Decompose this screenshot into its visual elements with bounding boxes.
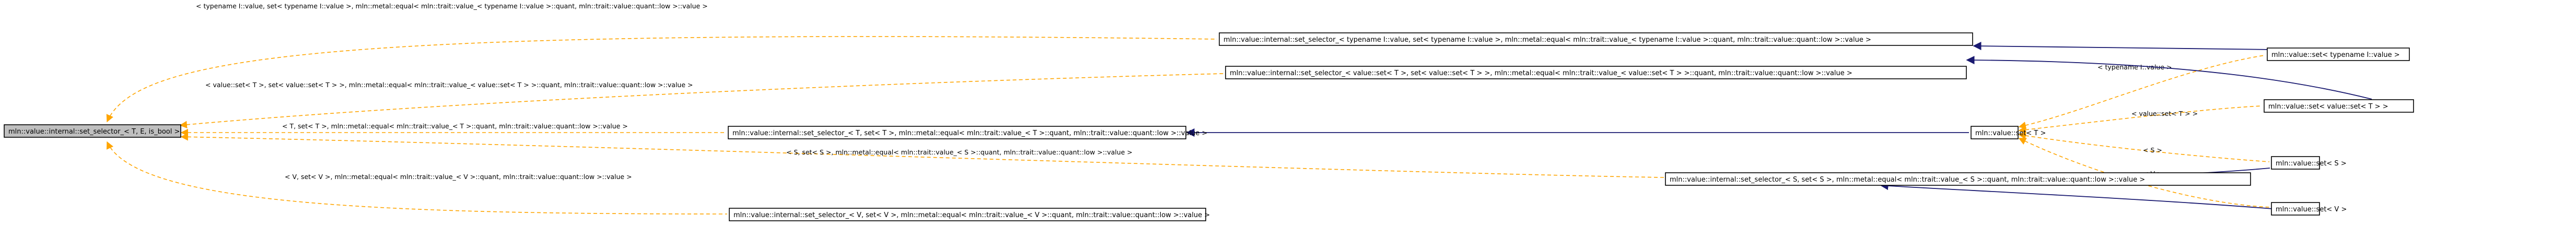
edge-label-root-t: < T, set< T >, mln::metal::equal< mln::t… (282, 122, 628, 130)
edge-set-t-s: < S > (2018, 132, 2270, 162)
edge-root-v: < V, set< V >, mln::metal::equal< mln::t… (106, 141, 728, 215)
node-label-set-v: mln::value::set< V > (2276, 206, 2347, 213)
node-set-selector-set-t[interactable]: mln::value::internal::set_selector_< val… (1225, 66, 1967, 79)
edge-label-root-set-t: < value::set< T >, set< value::set< T > … (205, 81, 693, 89)
edge-root-s: < S, set< S >, mln::metal::equal< mln::t… (180, 133, 1664, 178)
node-set-selector-v[interactable]: mln::value::internal::set_selector_< V, … (729, 208, 1210, 221)
node-label-sel-v: mln::value::internal::set_selector_< V, … (733, 211, 1210, 219)
inherit-sel-v (1880, 181, 2273, 209)
edge-set-t-set-t: < value::set< T > > (2018, 105, 2263, 134)
node-label-set-typename: mln::value::set< typename I::value > (2271, 51, 2400, 59)
node-set-selector-root[interactable]: mln::value::internal::set_selector_< T, … (4, 124, 181, 138)
node-set-selector-typename[interactable]: mln::value::internal::set_selector_< typ… (1219, 32, 1973, 46)
edge-root-set-t: < value::set< T >, set< value::set< T > … (179, 73, 1224, 129)
node-set-typename[interactable]: mln::value::set< typename I::value > (2267, 47, 2410, 61)
node-set-selector-t[interactable]: mln::value::internal::set_selector_< T, … (728, 126, 1207, 139)
node-label-sel-typename: mln::value::internal::set_selector_< typ… (1223, 36, 1871, 44)
inherit-sel-typename (1973, 41, 2273, 51)
inherit-sel-set-t (1966, 56, 2372, 100)
edge-label-set-t-set-t: < value::set< T > > (2131, 110, 2198, 117)
node-label-sel-s: mln::value::internal::set_selector_< S, … (1670, 176, 2145, 184)
edge-root-t: < T, set< T >, mln::metal::equal< mln::t… (180, 122, 726, 137)
node-label-set-t: mln::value::set< T > (1975, 129, 2046, 137)
node-set-set-t[interactable]: mln::value::set< value::set< T > > (2264, 99, 2414, 113)
node-label-root: mln::value::internal::set_selector_< T, … (8, 128, 180, 136)
node-label-sel-set-t: mln::value::internal::set_selector_< val… (1230, 69, 1852, 77)
edge-label-root-s: < S, set< S >, mln::metal::equal< mln::t… (786, 148, 1133, 156)
node-set-selector-s[interactable]: mln::value::internal::set_selector_< S, … (1665, 172, 2251, 186)
node-set-t[interactable]: mln::value::set< T > (1971, 126, 2046, 139)
node-label-set-set-t: mln::value::set< value::set< T > > (2268, 103, 2388, 111)
node-set-v[interactable]: mln::value::set< V > (2271, 202, 2347, 216)
edge-set-t-typename: < typename I::value > (2018, 55, 2265, 129)
edge-root-typename: < typename I::value, set< typename I::va… (106, 2, 1218, 123)
edge-label-set-t-s: < S > (2143, 146, 2162, 154)
node-label-sel-t: mln::value::internal::set_selector_< T, … (732, 129, 1207, 137)
node-label-set-s: mln::value::set< S > (2276, 160, 2347, 168)
node-set-s[interactable]: mln::value::set< S > (2271, 156, 2347, 170)
edge-label-root-v: < V, set< V >, mln::metal::equal< mln::t… (285, 173, 632, 181)
edge-label-root-typename: < typename I::value, set< typename I::va… (196, 2, 708, 10)
edge-label-set-t-typename: < typename I::value > (2097, 63, 2172, 71)
